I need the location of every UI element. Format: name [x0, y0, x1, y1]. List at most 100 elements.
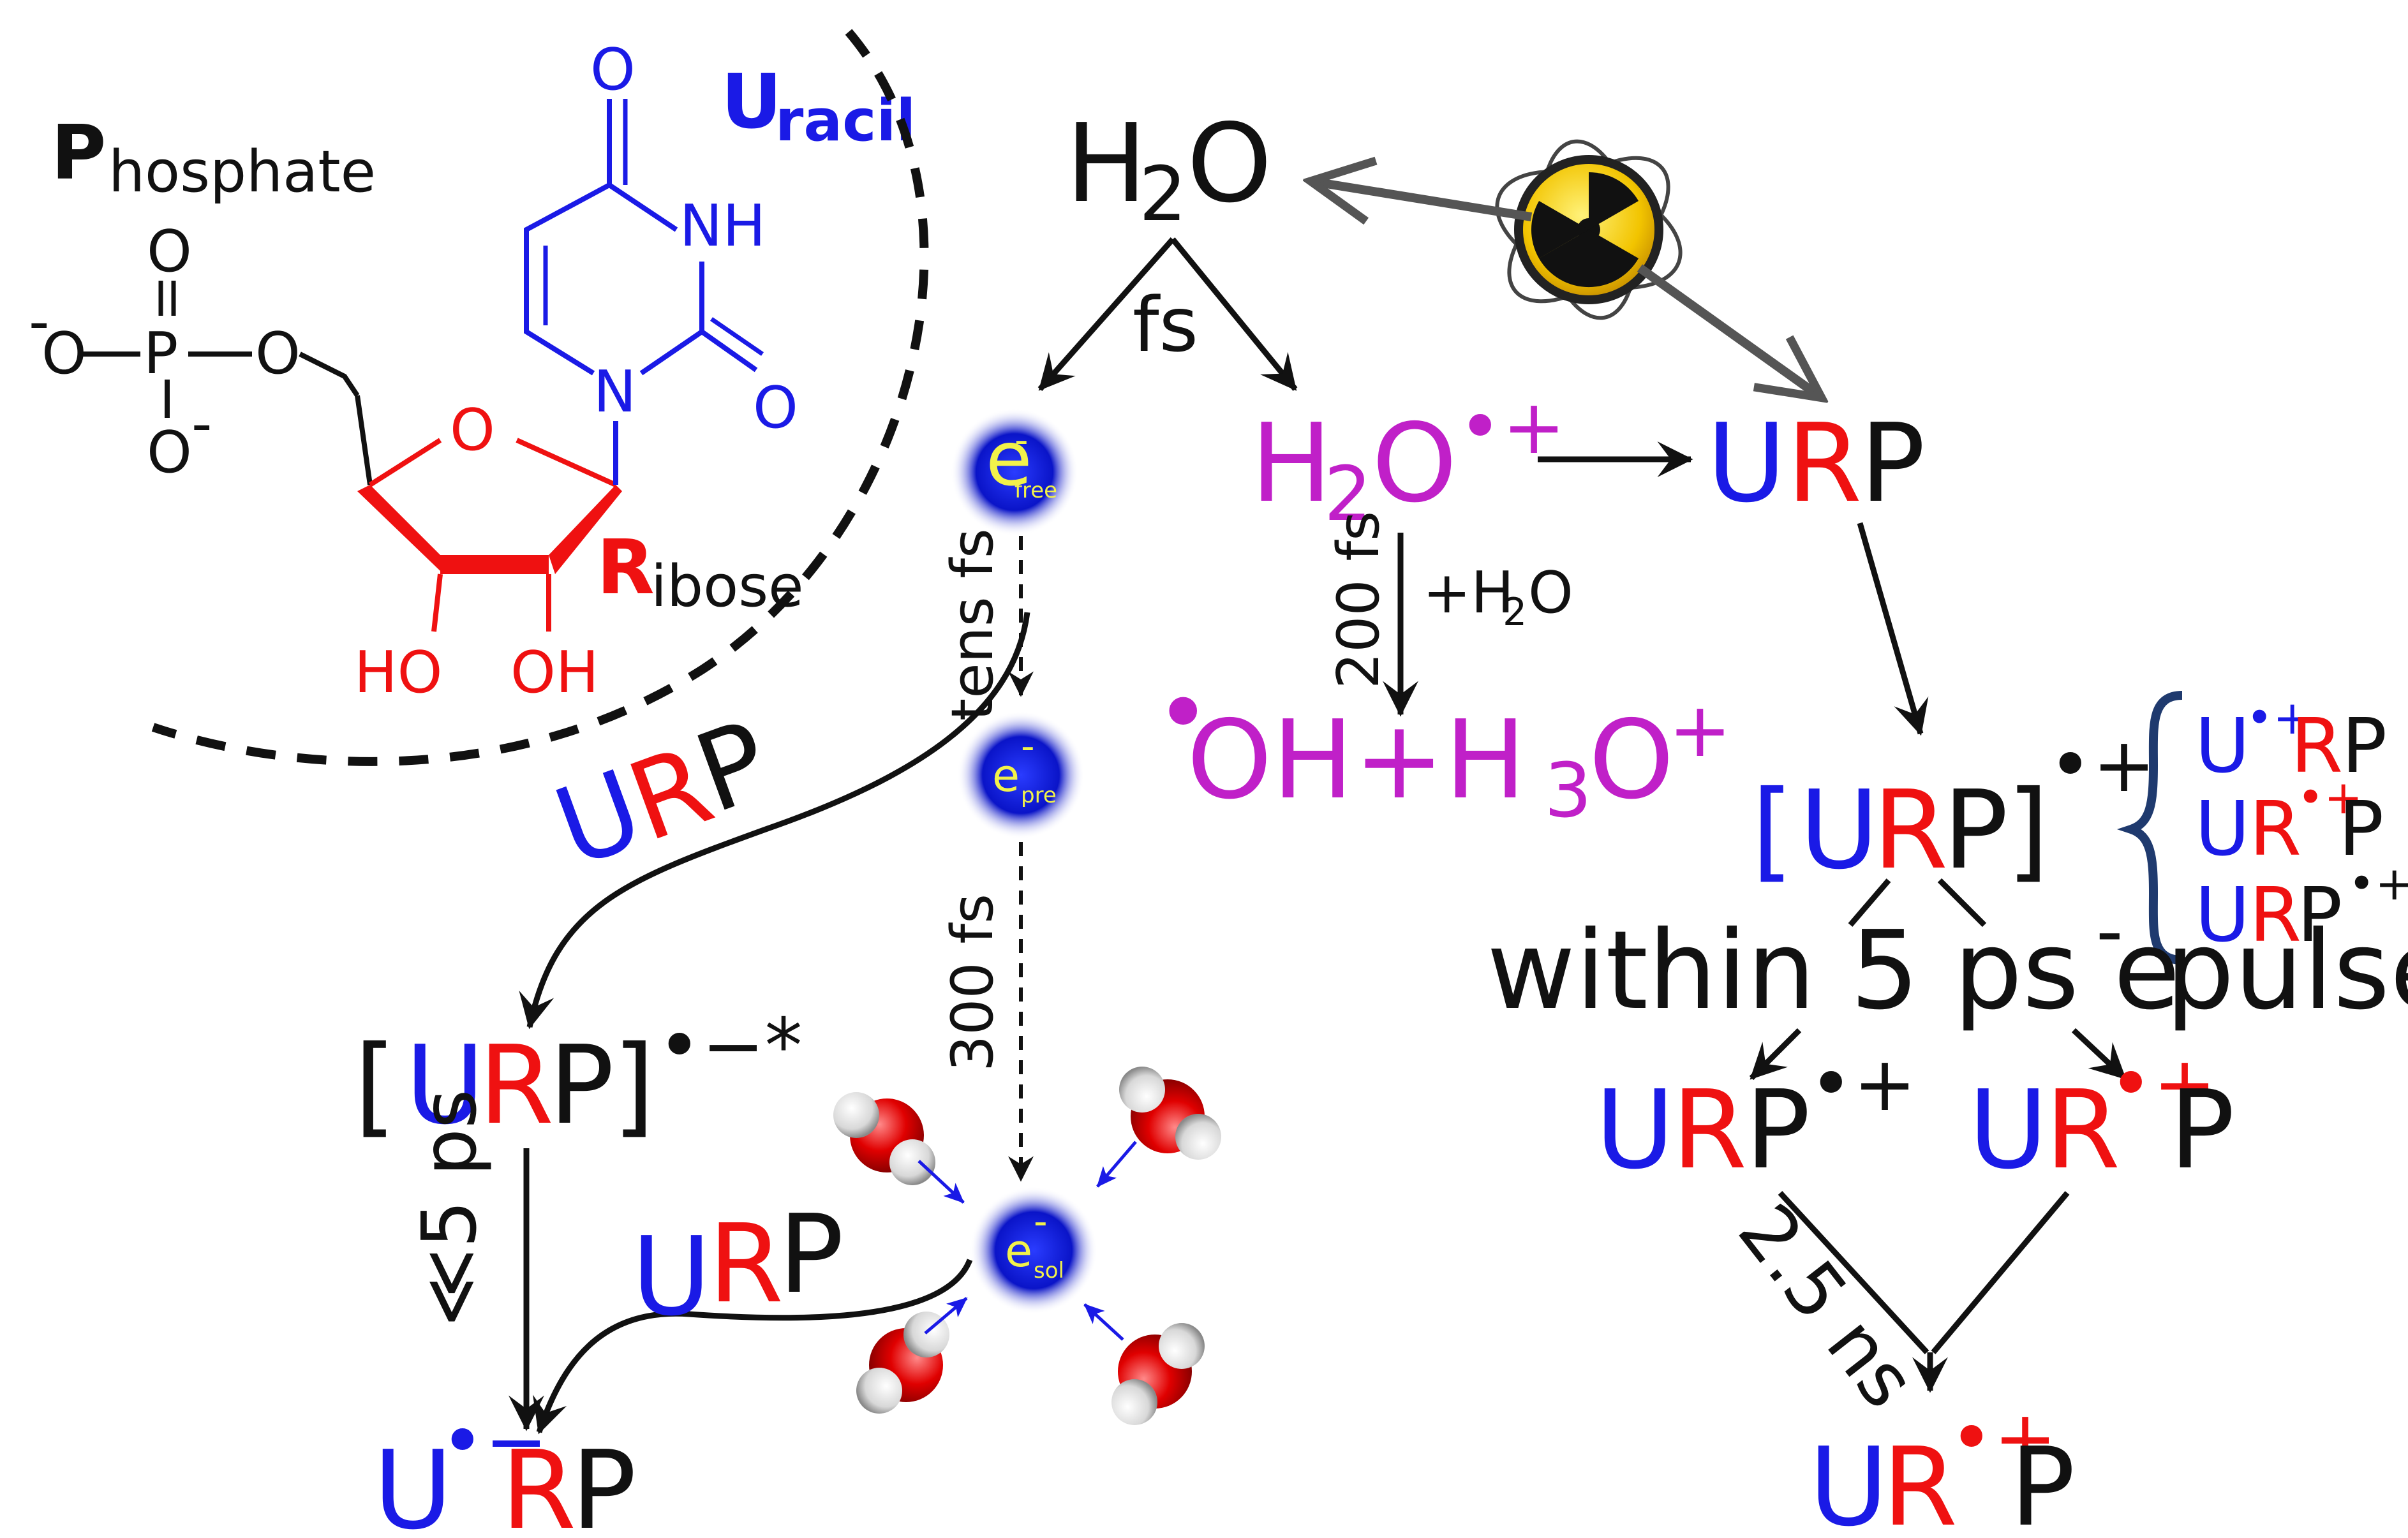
water-split-time: fs	[1133, 281, 1198, 369]
anion-r: R	[479, 1023, 554, 1149]
hydroxyl-3: OH	[510, 639, 599, 706]
electron-pathway: e - free tens fs e - pre 300 fs e - sol	[833, 408, 1221, 1425]
free-electron-e: e	[986, 415, 1032, 503]
cation-o: O	[1372, 401, 1457, 527]
species3-u: U	[2195, 871, 2250, 959]
cation-radical-cation: •+	[2048, 721, 2155, 809]
brace	[2116, 691, 2183, 965]
product-p: P	[571, 1428, 637, 1538]
species1-u: U	[2195, 702, 2250, 790]
urp2-u: U	[632, 1214, 711, 1340]
cation-bracket-left: [	[1751, 767, 1794, 894]
phosphate-p: P	[144, 320, 178, 387]
phosphate-label: hosphate	[108, 138, 376, 205]
rcation-r: R	[2045, 1067, 2120, 1194]
hydroxyl-2: HO	[354, 639, 443, 706]
cation-bracket-right: ]	[2007, 767, 2049, 894]
cation-p: P	[1943, 767, 2009, 894]
phosphate-o-bottom: O	[147, 419, 192, 486]
uracil-n1: N	[593, 359, 636, 425]
cation-sub-2: 2	[1324, 450, 1372, 538]
pulse-window: within 5 ps e	[1487, 908, 2180, 1034]
species2-p: P	[2338, 785, 2384, 873]
phosphate-o-minus-sign: -	[29, 288, 49, 355]
urp-top-r: R	[1787, 401, 1862, 527]
products-o: O	[1589, 697, 1674, 824]
ribose-initial: R	[597, 523, 655, 611]
pulse-minus: -	[2096, 887, 2123, 975]
uracil-initial: U	[721, 57, 782, 145]
uracil-n3h: NH	[680, 193, 766, 260]
cation-reagent-o: O	[1528, 559, 1573, 626]
uracil-o4: O	[590, 36, 635, 103]
phosphate-o-left: O	[41, 320, 87, 387]
phosphate-o-bottom-minus: -	[191, 390, 212, 457]
products-sub-3: 3	[1544, 746, 1592, 834]
pre-electron-e: e	[992, 750, 1020, 802]
transfer-time: 2.5 ns	[1721, 1188, 1933, 1424]
species3-p-rad: •+	[2348, 857, 2408, 910]
products-plus: +	[1669, 686, 1732, 774]
product-u: U	[373, 1428, 452, 1538]
free-electron-minus: -	[1014, 418, 1029, 462]
pre-electron-label: pre	[1021, 783, 1057, 808]
sol-electron-minus: -	[1034, 1199, 1048, 1244]
cation-h: H	[1251, 401, 1332, 527]
sol-electron-e: e	[1005, 1225, 1032, 1277]
pre-electron-minus: -	[1021, 724, 1035, 769]
sol-electron-label: sol	[1034, 1258, 1064, 1283]
cation-reaction-time: 200 fs	[1325, 511, 1392, 689]
species1-p: P	[2342, 702, 2387, 790]
phosphate-o-ester: O	[255, 320, 301, 387]
radiation-source	[1314, 139, 1818, 396]
ribose-ring-o: O	[450, 397, 495, 464]
product-u-radical-anion: •−	[440, 1397, 547, 1485]
pcation-p: P	[1745, 1067, 1811, 1194]
free-electron: e - free	[951, 408, 1078, 536]
phosphate-o-top: O	[147, 218, 192, 285]
urp-top-u: U	[1707, 401, 1786, 527]
pre-solvated-electron: e - pre	[957, 711, 1085, 839]
water-molecule-icon	[833, 1092, 935, 1185]
pulse-label: pulse	[2131, 908, 2408, 1034]
urp2-r: R	[708, 1201, 784, 1327]
phosphate-initial: P	[51, 108, 106, 196]
species2-u: U	[2195, 785, 2250, 873]
rcation-rad: •+	[2109, 1040, 2216, 1128]
uracil-o2: O	[753, 374, 798, 441]
water-reactant: H 2 O fs	[1037, 101, 1298, 391]
water-molecule-icon	[1111, 1323, 1205, 1425]
final-r-rad: •+	[1949, 1394, 2056, 1482]
anion-bracket-left: [	[354, 1023, 396, 1149]
final-r: R	[1882, 1424, 1958, 1538]
product-r: R	[501, 1428, 576, 1538]
free-electron-label: free	[1014, 478, 1057, 503]
anion-decay-time: ≪5 ps	[405, 1090, 493, 1327]
pcation-r: R	[1672, 1067, 1747, 1194]
molecule-boundary	[151, 29, 929, 766]
products-dot: •	[1155, 658, 1211, 769]
water-o: O	[1187, 101, 1272, 227]
cation-r: R	[1873, 767, 1948, 894]
cation-u: U	[1799, 767, 1878, 894]
nucleotide-structure: P hosphate U racil R ibose O - O P O O -…	[29, 29, 929, 766]
species1-u-rad: •+	[2246, 691, 2312, 744]
anion-radical-star: •−*	[657, 1002, 802, 1090]
anion-bracket-right: ]	[613, 1023, 655, 1149]
water-sub-2: 2	[1139, 150, 1187, 238]
species1-r: R	[2291, 702, 2343, 790]
pre-to-sol-time: 300 fs	[939, 894, 1006, 1072]
products-oh-h: OH+H	[1187, 697, 1526, 824]
urp2-p: P	[778, 1192, 844, 1318]
species3-r: R	[2249, 871, 2301, 959]
pcation-u: U	[1595, 1067, 1674, 1194]
rcation-u: U	[1968, 1067, 2048, 1194]
cation-radical-cation: •+	[1458, 383, 1565, 471]
species2-r: R	[2249, 785, 2301, 873]
species2-r-rad: •+	[2297, 771, 2363, 824]
urp-top-p: P	[1860, 401, 1926, 527]
cation-reagent-sub: 2	[1503, 590, 1527, 635]
cation-reagent: +H	[1423, 559, 1514, 626]
anion-p: P	[549, 1023, 614, 1149]
